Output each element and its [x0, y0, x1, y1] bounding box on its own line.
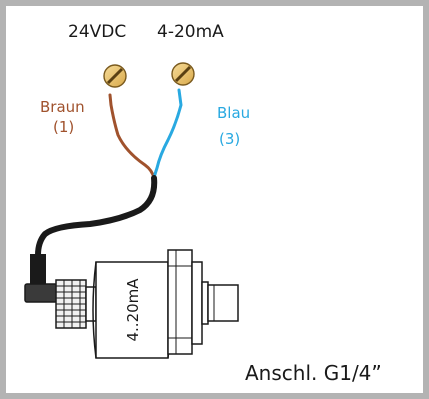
terminal-label-4-20ma: 4-20mA — [157, 22, 224, 42]
brown-wire-name: Braun — [40, 98, 85, 116]
knurled-nut — [55, 279, 87, 329]
sensor-body-label: 4..20mA — [124, 278, 142, 342]
terminal-label-24vdc: 24VDC — [68, 22, 126, 42]
brown-wire — [108, 93, 156, 180]
hex-nut — [167, 249, 193, 355]
brown-wire-number: (1) — [53, 118, 74, 136]
connection-label: Anschl. G1/4” — [245, 361, 382, 385]
flange — [191, 261, 203, 345]
screw-terminal-4-20ma — [171, 62, 195, 86]
seal-ring — [201, 281, 209, 325]
sensor-cable — [35, 175, 158, 258]
thread-g14 — [207, 284, 239, 322]
angle-plug — [24, 254, 58, 303]
blue-wire — [152, 88, 183, 180]
sensor-neck — [85, 286, 97, 322]
blue-wire-name: Blau — [217, 104, 250, 122]
screw-terminal-24vdc — [103, 64, 127, 88]
sensor-body — [92, 261, 172, 359]
blue-wire-number: (3) — [219, 130, 240, 148]
